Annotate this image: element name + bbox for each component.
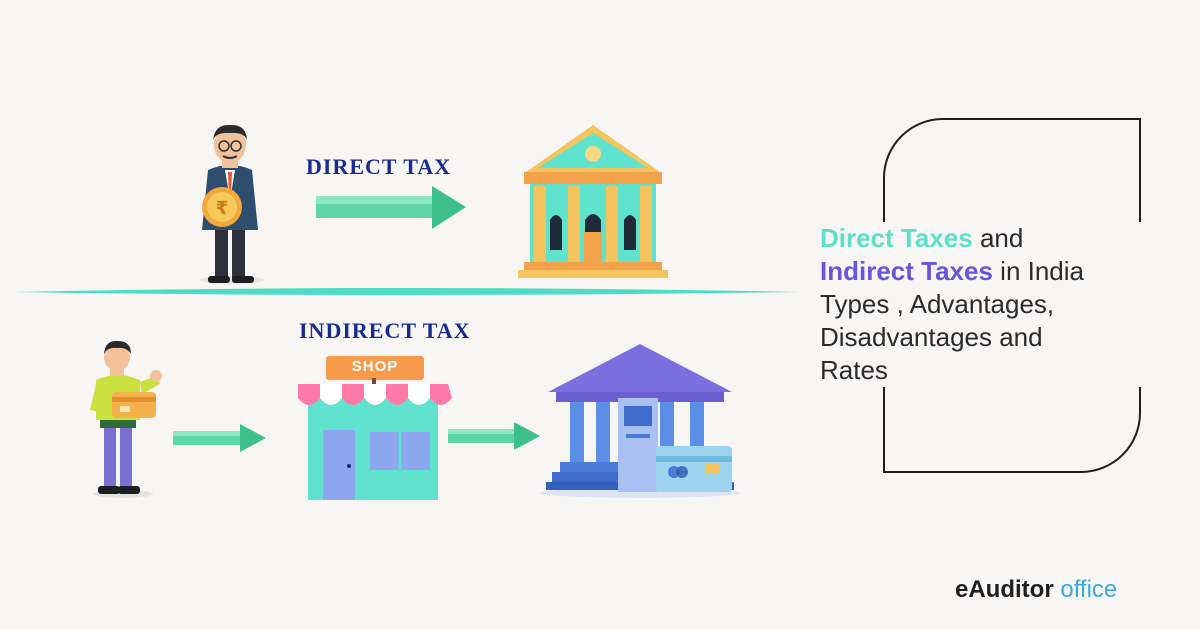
- headline-line-3: Types , Advantages,: [820, 289, 1055, 319]
- headline-direct-taxes: Direct Taxes: [820, 223, 973, 253]
- indirect-arrow-1: [173, 424, 266, 452]
- headline-in-india: in India: [992, 256, 1085, 286]
- direct-arrow: [316, 186, 466, 229]
- divider-line: [14, 288, 800, 295]
- headline: Direct Taxes and Indirect Taxes in India…: [820, 222, 1190, 387]
- headline-indirect-taxes: Indirect Taxes: [820, 256, 993, 286]
- illustration-canvas: ₹: [14, 124, 800, 500]
- customer-with-card-icon: [90, 340, 162, 498]
- brand-name: eAuditor: [955, 576, 1054, 603]
- shop-sign-text: SHOP: [351, 358, 399, 375]
- atm-card-icon: [618, 398, 732, 492]
- shop-icon: [298, 356, 452, 500]
- svg-text:₹: ₹: [216, 198, 229, 219]
- headline-line-1: Direct Taxes and: [820, 222, 1190, 255]
- headline-and: and: [972, 223, 1024, 253]
- indirect-arrow-2: [448, 422, 540, 450]
- man-with-rupee-coin-icon: ₹: [200, 124, 264, 284]
- brand-suffix: office: [1053, 576, 1118, 603]
- headline-line-5: Rates: [820, 355, 888, 385]
- headline-line-2: Indirect Taxes in India: [820, 255, 1190, 288]
- government-building-icon: [518, 125, 668, 278]
- indirect-tax-label: INDIRECT TAX: [299, 318, 471, 343]
- headline-line-4: Disadvantages and: [820, 322, 1043, 352]
- brand-logo: eAuditor office: [955, 576, 1117, 604]
- direct-tax-label: DIRECT TAX: [306, 154, 452, 179]
